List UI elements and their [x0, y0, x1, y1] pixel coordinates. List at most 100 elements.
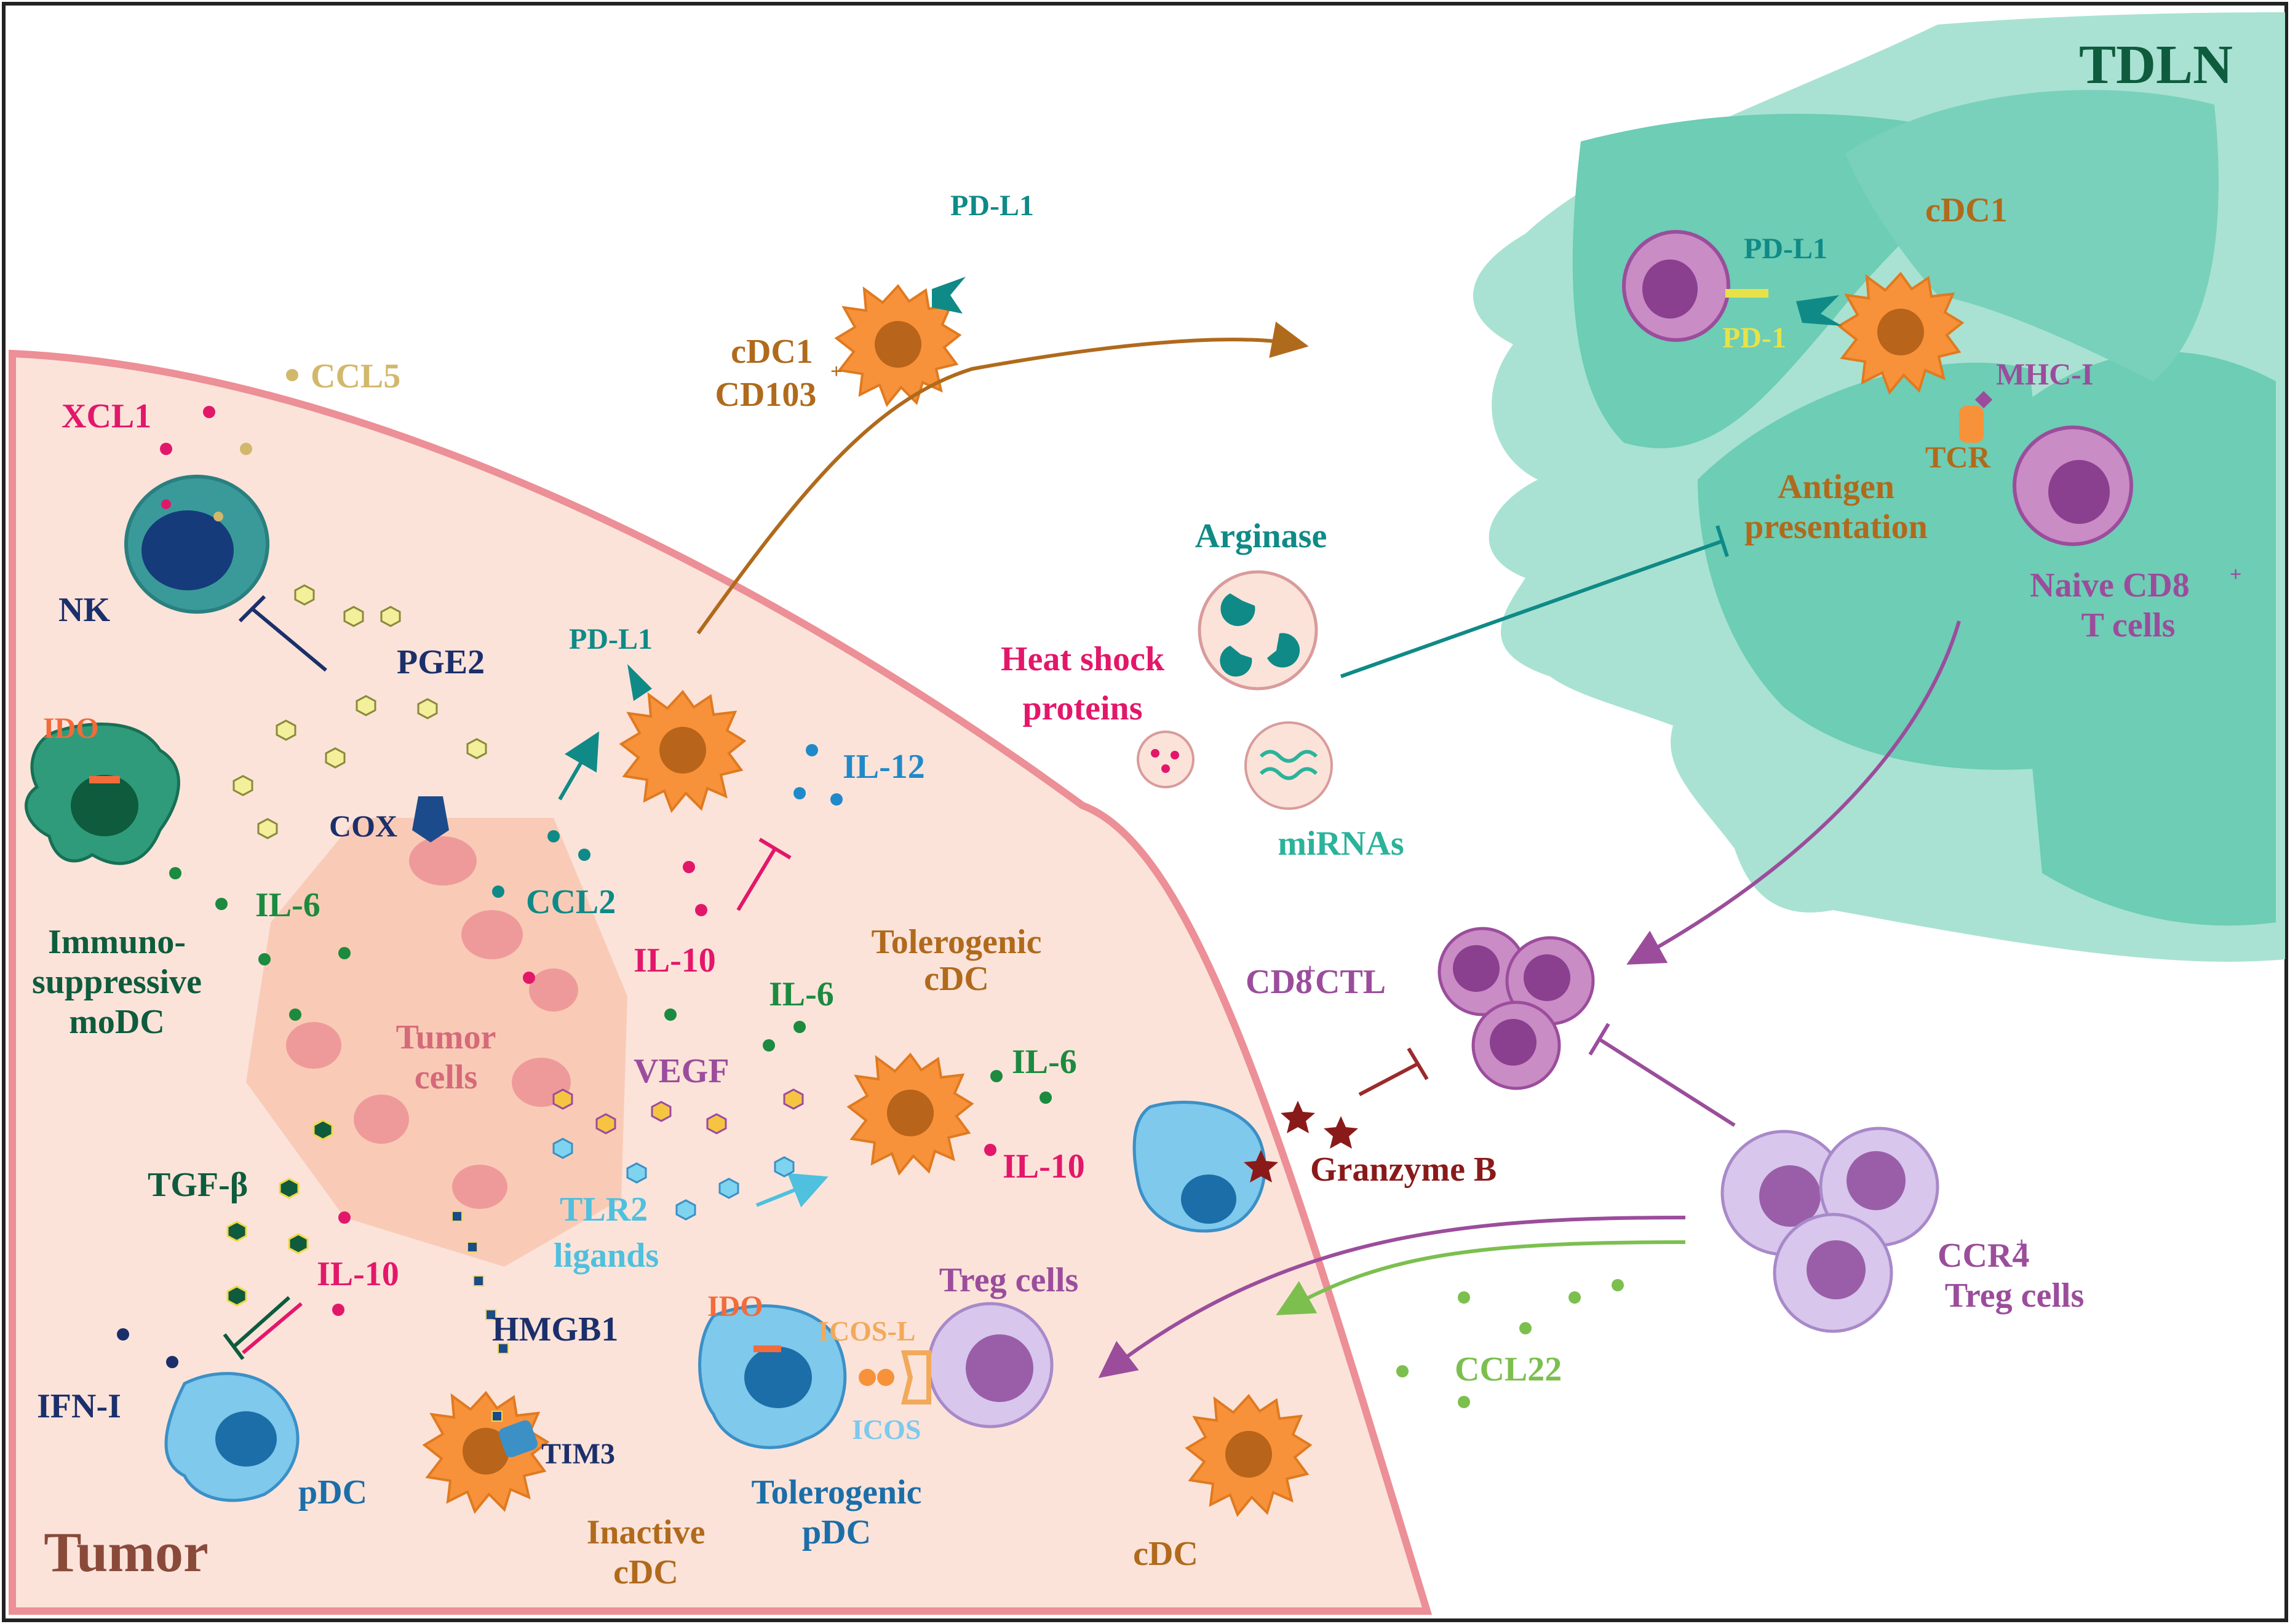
label-tcr: TCR	[1925, 440, 1990, 474]
pd1-t-cell	[1622, 230, 1768, 342]
tolerogenic-pdc	[698, 1304, 894, 1449]
label-tolerogenic-pdc-2: pDC	[802, 1513, 871, 1551]
nk-cell	[124, 475, 269, 614]
label-il10-lower: IL-10	[317, 1255, 399, 1293]
label-il6-mid: IL-6	[769, 975, 834, 1013]
tumor-cell-cluster	[246, 818, 627, 1267]
cox-enzyme-icon	[412, 796, 449, 842]
tim3-receptor-icon	[498, 1420, 538, 1457]
label-ccr4-1: CCR4	[1938, 1237, 2029, 1275]
label-ctl: CD8	[1246, 963, 1313, 1001]
naive-to-ctl-arrow	[1626, 620, 1961, 965]
label-pdl1-top: PD-L1	[950, 189, 1034, 222]
label-mhci: MHC-I	[1996, 357, 2093, 391]
label-modc-1: Immuno-	[48, 923, 186, 961]
cd8-ctl-cluster	[1437, 927, 1595, 1090]
treg-recruit-arrow	[1098, 1216, 1686, 1378]
label-tim3: TIM3	[541, 1438, 615, 1470]
label-pge2: PGE2	[397, 643, 485, 681]
tumor-region	[9, 349, 1433, 1615]
label-il12: IL-12	[843, 748, 925, 786]
naive-cd8-t-cell	[1959, 390, 2133, 546]
label-ctl-sup: +	[1304, 960, 1316, 983]
label-icosl: ICOS-L	[818, 1315, 915, 1347]
label-granzyme: Granzyme B	[1310, 1151, 1497, 1189]
label-vegf: VEGF	[634, 1052, 730, 1090]
label-ccl2: CCL2	[526, 883, 616, 921]
pdl1-receptor-icon	[627, 664, 652, 701]
label-tolerogenic-cdc-1: Tolerogenic	[872, 923, 1042, 961]
icos-receptor-icon	[900, 1350, 931, 1404]
mirna-vesicle	[1244, 721, 1333, 810]
pdl1-receptor-icon	[1796, 295, 1842, 326]
label-modc-3: moDC	[69, 1003, 165, 1041]
label-cox: COX	[329, 809, 397, 843]
ccl22-arrow	[1276, 1240, 1686, 1315]
label-inactive-cdc-2: cDC	[613, 1553, 678, 1591]
label-inactive-cdc-1: Inactive	[587, 1513, 706, 1551]
tdln-lobe-4	[1845, 90, 2219, 381]
label-ccl22: CCL22	[1455, 1350, 1562, 1388]
label-tolerogenic-cdc-2: cDC	[924, 960, 989, 998]
cytokine-dots	[117, 369, 1624, 1408]
hmgb1-squares	[451, 1211, 509, 1422]
pdl1-receptor-icon	[932, 277, 966, 314]
label-il6-right: IL-6	[1012, 1043, 1077, 1081]
label-xcl1: XCL1	[62, 397, 151, 435]
label-naive-2: T cells	[2081, 606, 2176, 644]
label-tolerogenic-pdc-1: Tolerogenic	[752, 1473, 922, 1511]
inhibition-lines	[223, 525, 1736, 1360]
label-ifn: IFN-I	[37, 1387, 121, 1425]
label-antigen-1: Antigen	[1778, 468, 1894, 506]
label-cdc1-top-2: CD103	[715, 376, 817, 414]
label-ido-left: IDO	[43, 712, 99, 745]
label-tgfb: TGF-β	[148, 1166, 248, 1204]
tdln-lobe-2	[1698, 362, 2043, 770]
label-pdl1-tdln: PD-L1	[1744, 232, 1827, 265]
ccr4-treg-cluster	[1720, 1127, 1939, 1333]
label-arginase: Arginase	[1195, 517, 1327, 555]
pdc-cell	[164, 1372, 300, 1502]
label-il10-mid: IL-10	[634, 941, 716, 980]
label-ccl5: CCL5	[311, 357, 400, 395]
label-treg: Treg cells	[939, 1261, 1079, 1299]
label-naive-sup: +	[2230, 563, 2241, 586]
blue-cell-granzyme	[1132, 1101, 1266, 1233]
label-ctl-2: CTL	[1315, 963, 1386, 1001]
label-il10-right: IL-10	[1003, 1147, 1085, 1186]
label-ccr4-2: Treg cells	[1945, 1277, 2085, 1315]
label-antigen-2: presentation	[1744, 508, 1928, 546]
label-tlr2-2: ligands	[554, 1237, 659, 1275]
label-icos: ICOS	[852, 1414, 921, 1445]
tlr2-arrow	[755, 1173, 829, 1208]
label-naive-1: Naive CD8	[2030, 566, 2190, 604]
pge2-hexagons	[233, 584, 487, 839]
label-ido-mid: IDO	[707, 1290, 763, 1323]
label-mirnas: miRNAs	[1278, 825, 1404, 863]
label-pd1: PD-1	[1722, 322, 1786, 354]
label-pdl1-mid: PD-L1	[569, 623, 653, 656]
label-ccr4-sup: +	[2016, 1234, 2027, 1256]
ccl2-arrow	[558, 731, 600, 801]
label-hsp-1: Heat shock	[1001, 640, 1165, 678]
vegf-hexagons	[552, 1088, 804, 1135]
label-nk: NK	[58, 591, 110, 629]
tumor-title: Tumor	[44, 1521, 209, 1583]
label-cdc1-top-1: cDC1	[731, 333, 813, 371]
tgfb-hexagons	[226, 1119, 333, 1307]
granzyme-stars	[1244, 1101, 1358, 1182]
label-il6-left: IL-6	[255, 886, 320, 924]
label-tumor-cells-2: cells	[415, 1058, 478, 1096]
label-cdc1-top-sup: +	[830, 360, 842, 383]
tdln-title: TDLN	[2079, 34, 2233, 95]
treg-cell	[927, 1302, 1054, 1428]
label-tlr2-1: TLR2	[560, 1190, 648, 1229]
arginase-vesicle	[1198, 570, 1318, 691]
label-tumor-cells-1: Tumor	[396, 1018, 496, 1056]
tlr2-ligand-hexagons	[552, 1138, 795, 1221]
immunosuppressive-modc	[25, 723, 180, 865]
label-cdc1-tdln: cDC1	[1925, 191, 2008, 229]
label-modc-2: suppressive	[32, 963, 202, 1001]
label-cdc-bottom: cDC	[1133, 1535, 1198, 1573]
label-hmgb1: HMGB1	[492, 1310, 618, 1349]
